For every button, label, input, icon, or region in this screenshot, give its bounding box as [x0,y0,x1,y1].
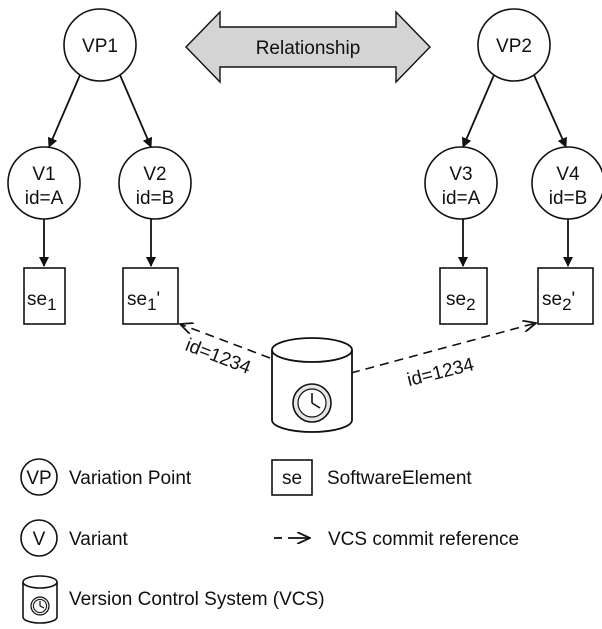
v3-name: V3 [449,164,472,185]
legend-vp-label: Variation Point [69,468,192,489]
software-element-se2: se2 [439,267,488,325]
svg-text:se2: se2 [446,289,476,314]
variant-v1: V1 id=A [7,146,81,220]
svg-text:se1: se1 [27,289,57,314]
legend-se-label: SoftwareElement [327,468,472,489]
relationship-arrow: Relationship [185,10,431,84]
legend-variant: V Variant [20,519,129,557]
variation-point-vp1: VP1 [63,8,137,82]
relationship-label: Relationship [256,38,361,59]
legend-se-symbol: se [282,468,302,489]
software-element-se2-prime: se2' [537,267,594,325]
software-element-se1-prime: se1' [122,267,179,325]
v4-id: id=B [549,188,588,209]
svg-text:se1': se1' [127,289,160,314]
commit-ref-left [180,324,271,359]
variation-point-vp2: VP2 [477,8,551,82]
legend-vcs-cylinder [22,575,58,624]
edge-vp1-v1 [47,74,81,148]
v4-name: V4 [556,164,580,185]
v1-name: V1 [32,164,55,185]
legend-vcs-label: Version Control System (VCS) [69,589,325,610]
commit-ref-left-label: id=1234 [182,335,254,379]
svg-text:se2': se2' [542,289,575,314]
vp2-label: VP2 [496,36,532,57]
vcs-cylinder [271,337,353,433]
v3-id: id=A [442,188,481,209]
variant-v2: V2 id=B [118,146,192,220]
legend-commit-reference: VCS commit reference [274,529,519,550]
legend-commit-label: VCS commit reference [328,529,519,550]
commit-ref-right-label: id=1234 [405,354,477,391]
v1-id: id=A [25,188,64,209]
legend: VP Variation Point se SoftwareElement V … [20,458,519,624]
legend-software-element: se SoftwareElement [271,459,472,496]
v2-id: id=B [136,188,175,209]
edge-vp2-v3 [461,74,495,148]
legend-v-symbol: V [33,529,46,550]
clock-icon [292,383,332,423]
legend-vp-symbol: VP [26,468,51,489]
variant-v3: V3 id=A [424,146,498,220]
legend-variation-point: VP Variation Point [20,458,192,496]
commit-ref-right [350,323,536,374]
legend-clock-icon [30,596,50,616]
legend-vcs: Version Control System (VCS) [22,575,325,624]
variant-v4: V4 id=B [531,146,602,220]
software-element-se1: se1 [23,267,66,325]
v2-name: V2 [143,164,166,185]
vp1-label: VP1 [82,36,118,57]
edge-vp1-v2 [119,74,153,148]
legend-v-label: Variant [69,529,129,550]
edge-vp2-v4 [533,74,567,148]
